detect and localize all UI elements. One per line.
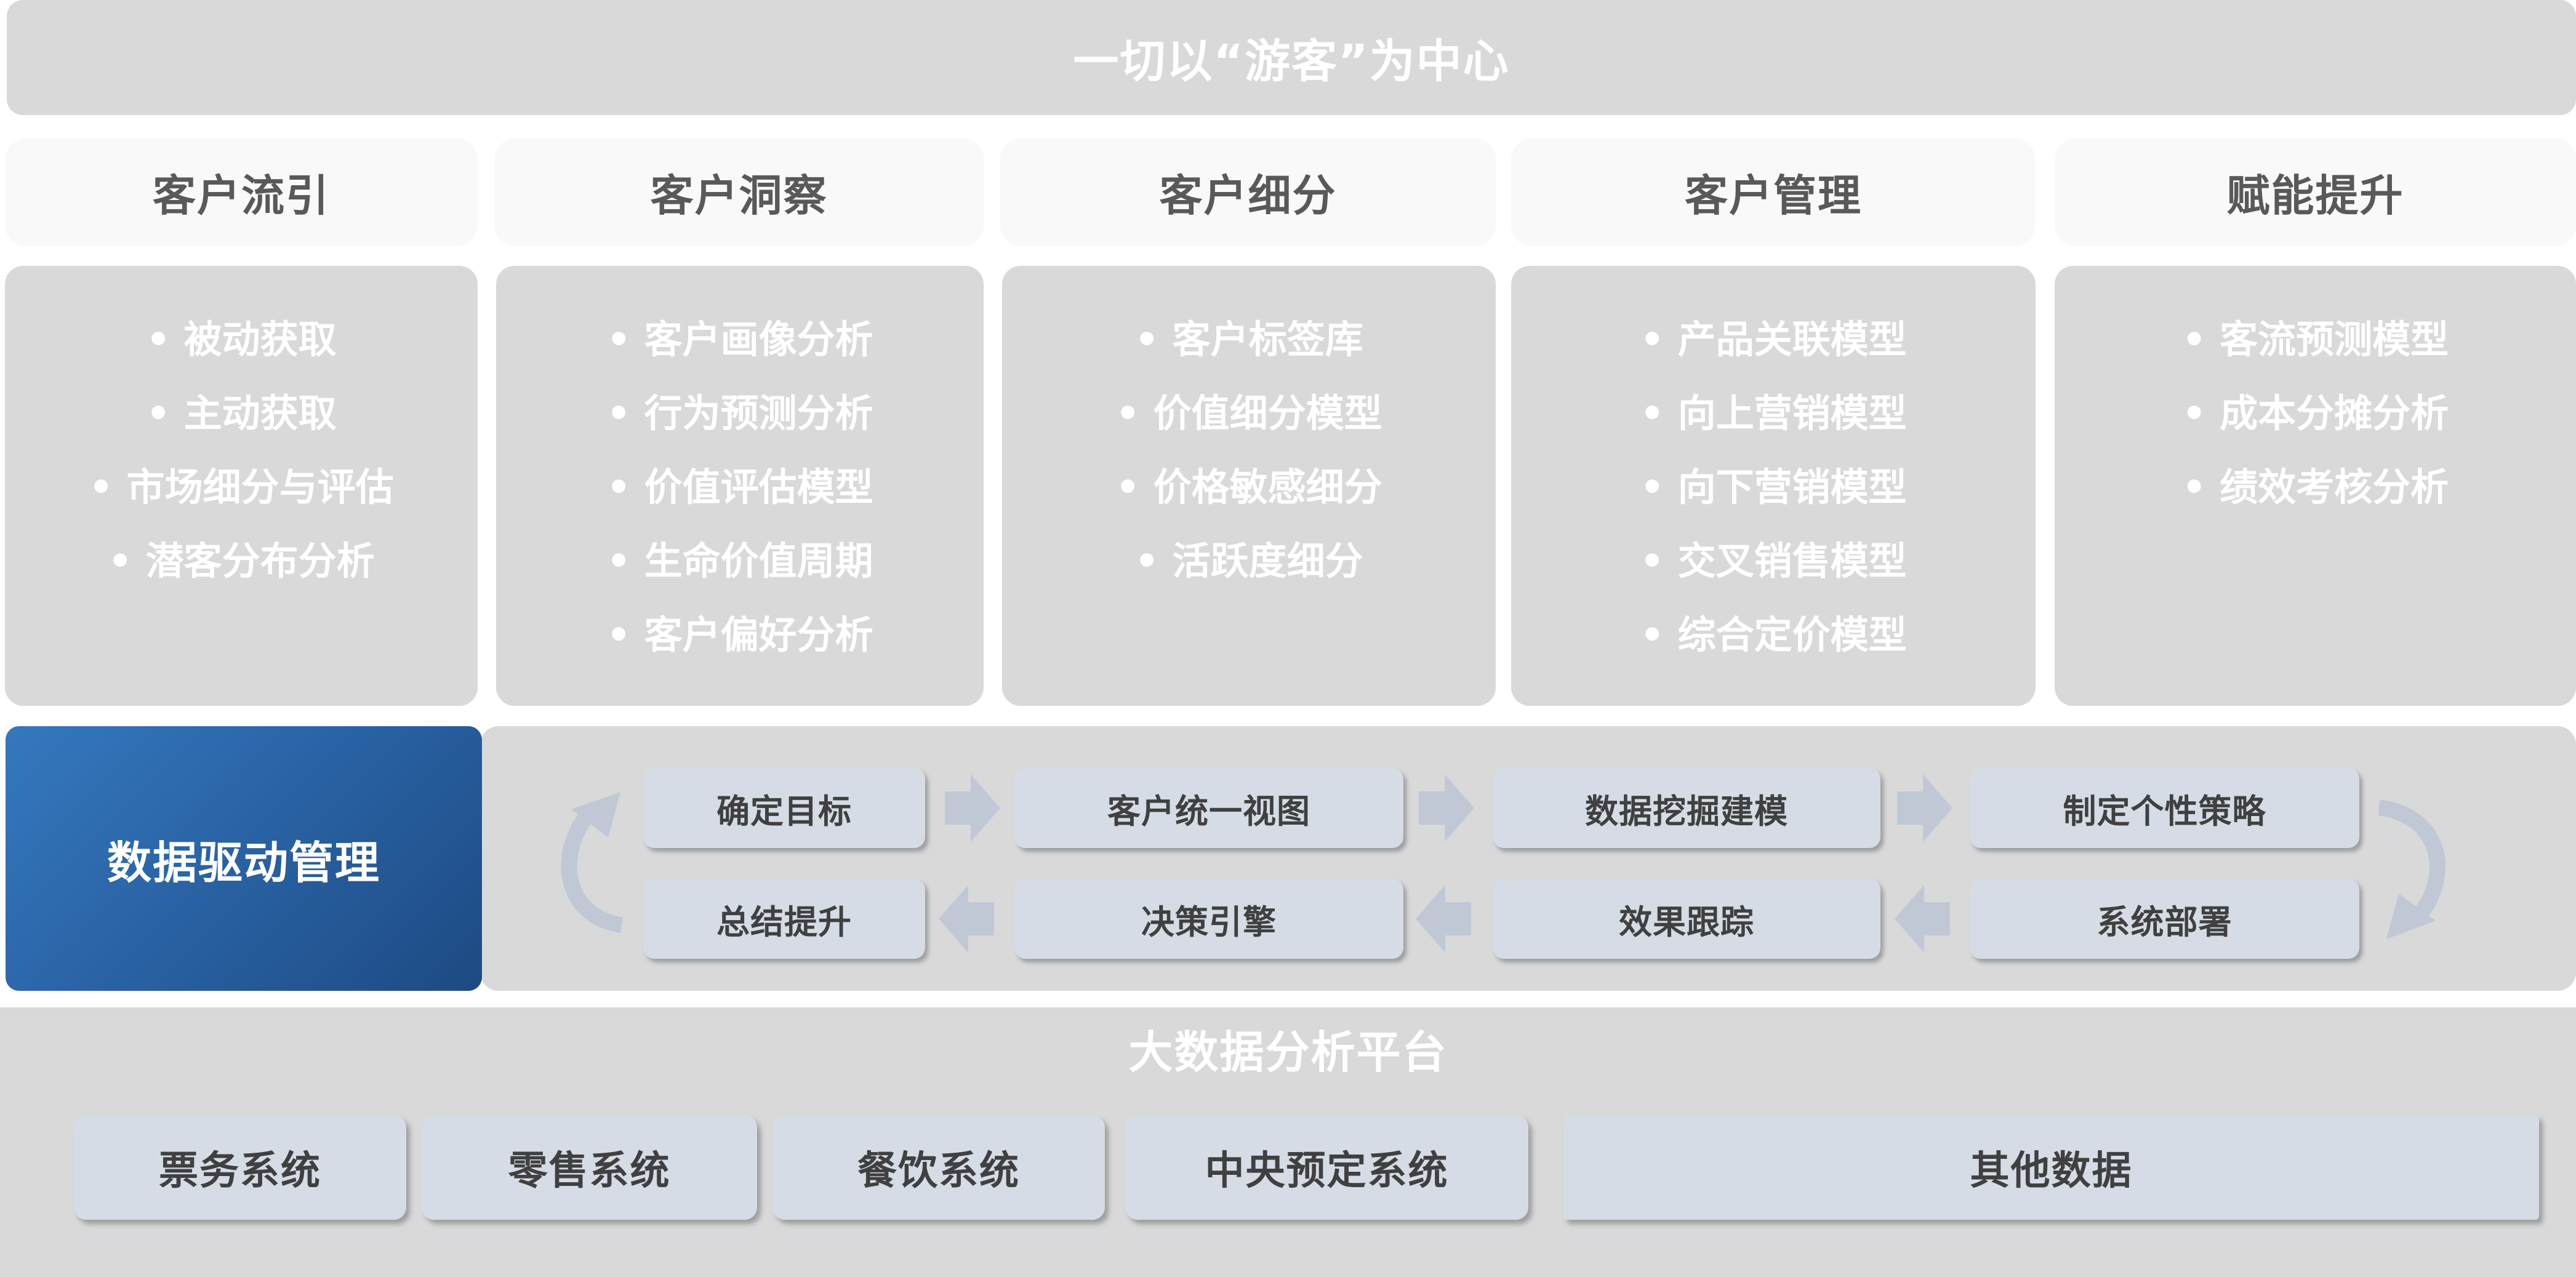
list-item: 被动获取 xyxy=(5,303,478,377)
list-item: 行为预测分析 xyxy=(496,377,984,450)
list-item: 客流预测模型 xyxy=(2055,303,2576,377)
list-item: 客户标签库 xyxy=(1002,303,1496,377)
step-personalized-strategy: 制定个性策略 xyxy=(1970,768,2359,848)
step-decision-engine: 决策引擎 xyxy=(1014,879,1403,959)
list-item: 成本分摊分析 xyxy=(2055,377,2576,450)
column-header-label: 客户流引 xyxy=(153,170,330,221)
system-dining: 餐饮系统 xyxy=(772,1115,1105,1220)
step-label: 系统部署 xyxy=(2097,902,2233,942)
step-label: 客户统一视图 xyxy=(1107,791,1310,831)
system-ticketing: 票务系统 xyxy=(74,1115,406,1220)
system-label: 零售系统 xyxy=(508,1148,671,1194)
step-set-goal: 确定目标 xyxy=(643,768,925,848)
list-item: 价格敏感细分 xyxy=(1002,450,1496,524)
list-item: 价值评估模型 xyxy=(496,450,984,524)
column-header-label: 赋能提升 xyxy=(2226,170,2404,221)
list-item: 交叉销售模型 xyxy=(1511,524,2036,598)
step-label: 总结提升 xyxy=(716,902,852,942)
curved-arrow-down-icon xyxy=(2377,799,2446,939)
list-item: 潜客分布分析 xyxy=(5,524,478,598)
step-label: 确定目标 xyxy=(716,791,852,831)
step-system-deployment: 系统部署 xyxy=(1970,879,2359,959)
arrow-right-icon xyxy=(945,774,1000,842)
list-item: 产品关联模型 xyxy=(1511,303,2036,377)
list-item: 生命价值周期 xyxy=(496,524,984,598)
list-item: 综合定价模型 xyxy=(1511,598,2036,672)
list-item: 客户画像分析 xyxy=(496,303,984,377)
system-label: 其他数据 xyxy=(1970,1148,2133,1194)
list-item: 价值细分模型 xyxy=(1002,377,1496,450)
arrow-left-icon xyxy=(939,885,994,953)
step-data-mining-modeling: 数据挖掘建模 xyxy=(1493,768,1880,848)
platform-title-label: 大数据分析平台 xyxy=(1128,1026,1448,1078)
column-body-empowerment: 客流预测模型 成本分摊分析 绩效考核分析 xyxy=(2055,266,2576,706)
column-header-segmentation: 客户细分 xyxy=(1000,138,1496,246)
column-header-label: 客户洞察 xyxy=(650,170,828,221)
data-driven-title: 数据驱动管理 xyxy=(106,836,380,889)
arrow-left-icon xyxy=(1895,885,1950,953)
step-label: 数据挖掘建模 xyxy=(1585,791,1788,831)
list-item: 向上营销模型 xyxy=(1511,377,2036,450)
column-header-acquisition: 客户流引 xyxy=(5,138,478,246)
step-summarize-improve: 总结提升 xyxy=(643,879,925,959)
column-header-label: 客户管理 xyxy=(1685,170,1862,221)
column-body-acquisition: 被动获取 主动获取 市场细分与评估 潜客分布分析 xyxy=(5,266,478,706)
arrow-left-icon xyxy=(1416,885,1471,953)
step-label: 效果跟踪 xyxy=(1619,902,1754,942)
system-retail: 零售系统 xyxy=(422,1115,757,1220)
list-item: 市场细分与评估 xyxy=(5,450,478,524)
step-unified-customer-view: 客户统一视图 xyxy=(1014,768,1403,848)
column-body-segmentation: 客户标签库 价值细分模型 价格敏感细分 活跃度细分 xyxy=(1002,266,1496,706)
system-other-data: 其他数据 xyxy=(1563,1115,2539,1220)
system-label: 餐饮系统 xyxy=(857,1148,1020,1194)
column-header-management: 客户管理 xyxy=(1511,138,2036,246)
system-central-reservation: 中央预定系统 xyxy=(1125,1115,1528,1220)
step-effect-tracking: 效果跟踪 xyxy=(1493,879,1880,959)
column-body-insight: 客户画像分析 行为预测分析 价值评估模型 生命价值周期 客户偏好分析 xyxy=(496,266,984,706)
curved-arrow-up-icon xyxy=(561,792,624,933)
list-item: 向下营销模型 xyxy=(1511,450,2036,524)
column-header-label: 客户细分 xyxy=(1159,170,1337,221)
arrow-right-icon xyxy=(1419,774,1474,842)
list-item: 主动获取 xyxy=(5,377,478,450)
list-item: 绩效考核分析 xyxy=(2055,450,2576,524)
list-item: 客户偏好分析 xyxy=(496,598,984,672)
step-label: 制定个性策略 xyxy=(2063,791,2266,831)
platform-title: 大数据分析平台 xyxy=(0,1014,2576,1082)
column-header-insight: 客户洞察 xyxy=(494,138,984,246)
column-body-management: 产品关联模型 向上营销模型 向下营销模型 交叉销售模型 综合定价模型 xyxy=(1511,266,2036,706)
list-item: 活跃度细分 xyxy=(1002,524,1496,598)
system-label: 中央预定系统 xyxy=(1205,1148,1449,1194)
system-label: 票务系统 xyxy=(159,1148,321,1194)
step-label: 决策引擎 xyxy=(1141,902,1277,942)
arrow-right-icon xyxy=(1897,774,1952,842)
banner-title: 一切以“游客”为中心 xyxy=(1073,35,1510,88)
top-banner: 一切以“游客”为中心 xyxy=(7,0,2576,115)
data-driven-title-box: 数据驱动管理 xyxy=(6,726,482,991)
column-header-empowerment: 赋能提升 xyxy=(2055,138,2576,246)
